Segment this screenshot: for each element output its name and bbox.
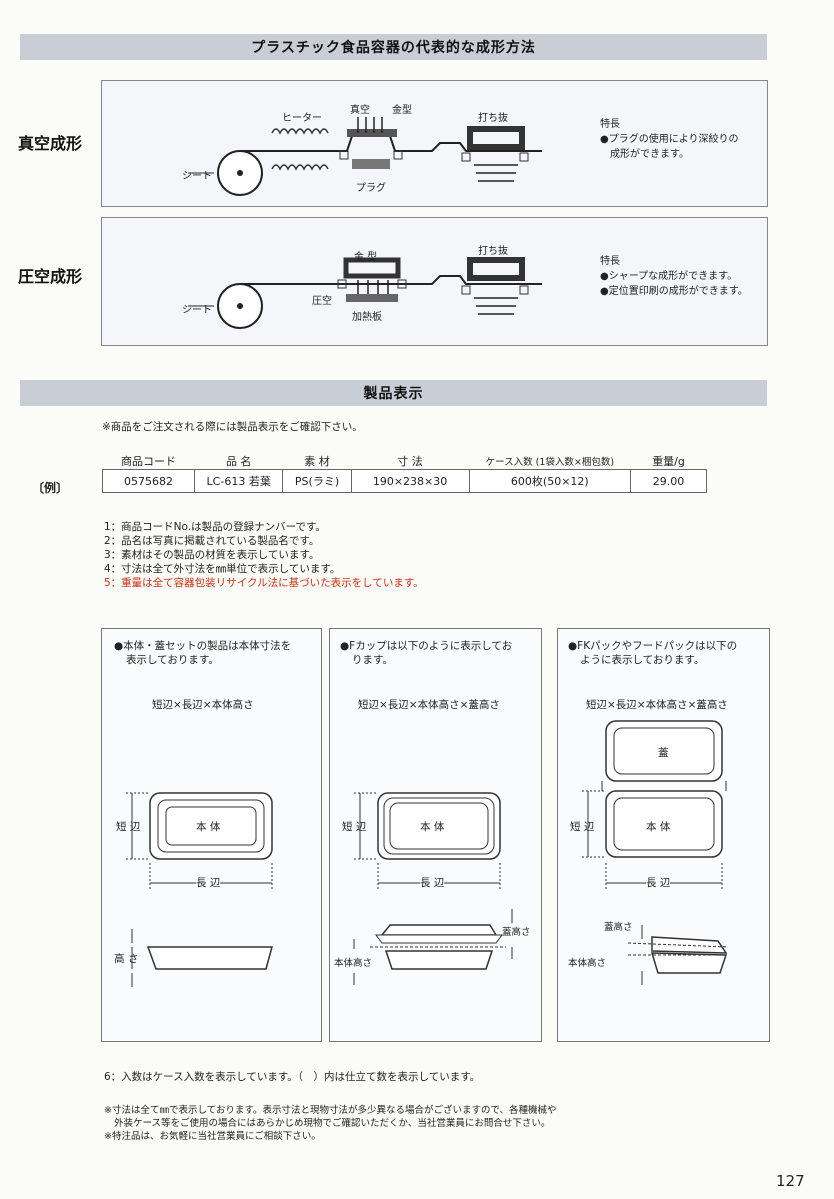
box3-lid-height: 蓋高さ — [604, 922, 633, 933]
product-table: 商品コード 品 名 素 材 寸 法 ケース入数 (1袋入数×梱包数) 重量/g … — [102, 453, 707, 493]
box2-short: 短 辺 — [342, 821, 367, 833]
box2-head-2: ります。 — [352, 654, 393, 666]
header-code: 商品コード — [120, 455, 176, 468]
sheet-label-2: シート — [182, 305, 212, 316]
cell-size: 190×238×30 — [350, 469, 470, 493]
pressure-label: 圧空 — [312, 296, 332, 307]
header-material: 素 材 — [304, 455, 330, 468]
box2-lid-height: 蓋高さ — [502, 927, 531, 938]
cell-name: LC-613 若葉 — [193, 469, 284, 493]
pressure-forming-label: 圧空成形 — [18, 267, 83, 286]
box3-body: 本 体 — [646, 821, 671, 833]
heater-label: ヒーター — [282, 113, 322, 124]
box2-body: 本 体 — [420, 821, 445, 833]
pressure-feature-2: ●定位置印刷の成形ができます。 — [600, 286, 748, 297]
box1-formula: 短辺×長辺×本体高さ — [152, 699, 254, 711]
box1-body: 本 体 — [196, 821, 221, 833]
footer-notes: ※寸法は全て㎜で表示しております。表示寸法と現物寸法が多少異なる場合がございます… — [104, 1104, 557, 1143]
plug-label: プラグ — [356, 183, 386, 194]
footer-note-2: 外装ケース等をご使用の場合にはあらかじめ現物でご確認いただくか、当社営業員にお問… — [114, 1118, 551, 1129]
note-6: 6：入数はケース入数を表示しています。（ ）内は仕立て数を表示しています。 — [104, 1071, 481, 1083]
box3-diagram — [582, 720, 729, 985]
vacuum-forming-label: 真空成形 — [18, 134, 83, 153]
box1-diagram — [126, 792, 273, 987]
labeling-notes: 1：商品コードNo.は製品の登録ナンバーです。 2：品名は写真に掲載されている製… — [104, 520, 424, 590]
box3-lid: 蓋 — [658, 747, 669, 759]
box2-body-height: 本体高さ — [334, 958, 373, 969]
box2-formula: 短辺×長辺×本体高さ×蓋高さ — [358, 699, 500, 711]
box3-head-1: ●FKパックやフードパックは以下の — [568, 640, 738, 652]
box3-formula: 短辺×長辺×本体高さ×蓋高さ — [586, 699, 728, 711]
pressure-feature-1: ●シャープな成形ができます。 — [600, 271, 738, 282]
footer-note-1: ※寸法は全て㎜で表示しております。表示寸法と現物寸法が多少異なる場合がございます… — [104, 1105, 557, 1116]
dimension-box-set: ●本体・蓋セットの製品は本体寸法を 表示しております。 短辺×長辺×本体高さ 短… — [101, 628, 322, 1042]
dimension-box-fcup: ●Fカップは以下のように表示してお ります。 短辺×長辺×本体高さ×蓋高さ 短 … — [329, 628, 542, 1042]
cell-code: 0575682 — [102, 469, 195, 493]
section-title-labeling: 製品表示 — [20, 380, 767, 406]
product-table-row: 0575682 LC-613 若葉 PS(ラミ) 190×238×30 600枚… — [102, 469, 707, 493]
section-title-labeling-text: 製品表示 — [363, 386, 424, 402]
vacuum-forming-panel: ヒーター 真空 金型 シート プラグ 打ち抜 特長 ●プラグの使用により深絞りの… — [101, 80, 768, 207]
heating-plate-label: 加熱板 — [352, 312, 382, 323]
order-notice: ※商品をご注文される際には製品表示をご確認下さい。 — [102, 421, 363, 433]
header-weight: 重量/g — [652, 455, 685, 468]
cell-weight: 29.00 — [630, 469, 707, 493]
vacuum-feature-title: 特長 — [600, 119, 620, 130]
header-name: 品 名 — [225, 455, 252, 468]
vacuum-feature-2: 成形ができます。 — [610, 149, 689, 160]
box1-head-1: ●本体・蓋セットの製品は本体寸法を — [114, 640, 292, 652]
vacuum-feature-1: ●プラグの使用により深絞りの — [600, 134, 739, 145]
section-title-molding-text: プラスチック食品容器の代表的な成形方法 — [251, 40, 536, 56]
pressure-forming-panel: 金 型 圧空 加熱板 シート 打ち抜 特長 ●シャープな成形ができます。 ●定位… — [101, 217, 768, 346]
pressure-forming-diagram — [188, 257, 542, 329]
note-4: 4：寸法は全て外寸法を㎜単位で表示しています。 — [104, 563, 341, 575]
vacuum-forming-diagram — [188, 117, 542, 196]
note-1: 1：商品コードNo.は製品の登録ナンバーです。 — [104, 521, 326, 533]
sheet-label: シート — [182, 171, 212, 182]
box3-head-2: ように表示しております。 — [580, 654, 705, 666]
pressure-feature-title: 特長 — [600, 256, 620, 267]
box1-height: 高 さ — [114, 953, 139, 965]
punch-label: 打ち抜 — [478, 113, 508, 124]
box3-body-height: 本体高さ — [568, 958, 607, 969]
mold-label-2: 金 型 — [354, 252, 378, 263]
box2-head-1: ●Fカップは以下のように表示してお — [340, 640, 513, 652]
box1-long: 長 辺 — [196, 875, 221, 890]
section-title-molding: プラスチック食品容器の代表的な成形方法 — [20, 34, 767, 60]
mold-label: 金型 — [392, 105, 412, 116]
example-label: 〔例〕 — [32, 481, 69, 495]
box3-short: 短 辺 — [570, 821, 595, 833]
vacuum-label: 真空 — [350, 105, 370, 116]
note-5: 5：重量は全て容器包装リサイクル法に基づいた表示をしています。 — [104, 577, 424, 589]
cell-material: PS(ラミ) — [282, 469, 352, 493]
box2-long: 長 辺 — [420, 875, 445, 890]
box2-diagram — [353, 792, 513, 985]
dimension-box-fkpack: ●FKパックやフードパックは以下の ように表示しております。 短辺×長辺×本体高… — [557, 628, 770, 1042]
note-3: 3：素材はその製品の材質を表示しています。 — [104, 549, 320, 561]
cell-case: 600枚(50×12) — [468, 469, 632, 493]
header-case: ケース入数 (1袋入数×梱包数) — [485, 457, 615, 468]
box1-head-2: 表示しております。 — [126, 654, 219, 666]
note-2: 2：品名は写真に掲載されている製品名です。 — [104, 535, 320, 547]
box3-long: 長 辺 — [646, 875, 671, 890]
box1-short: 短 辺 — [116, 821, 141, 833]
punch-label-2: 打ち抜 — [478, 246, 508, 257]
page-number: 127 — [776, 1172, 805, 1190]
header-size: 寸 法 — [397, 455, 423, 468]
product-table-header: 商品コード 品 名 素 材 寸 法 ケース入数 (1袋入数×梱包数) 重量/g — [103, 453, 707, 470]
footer-note-3: ※特注品は、お気軽に当社営業員にご相談下さい。 — [104, 1131, 321, 1142]
